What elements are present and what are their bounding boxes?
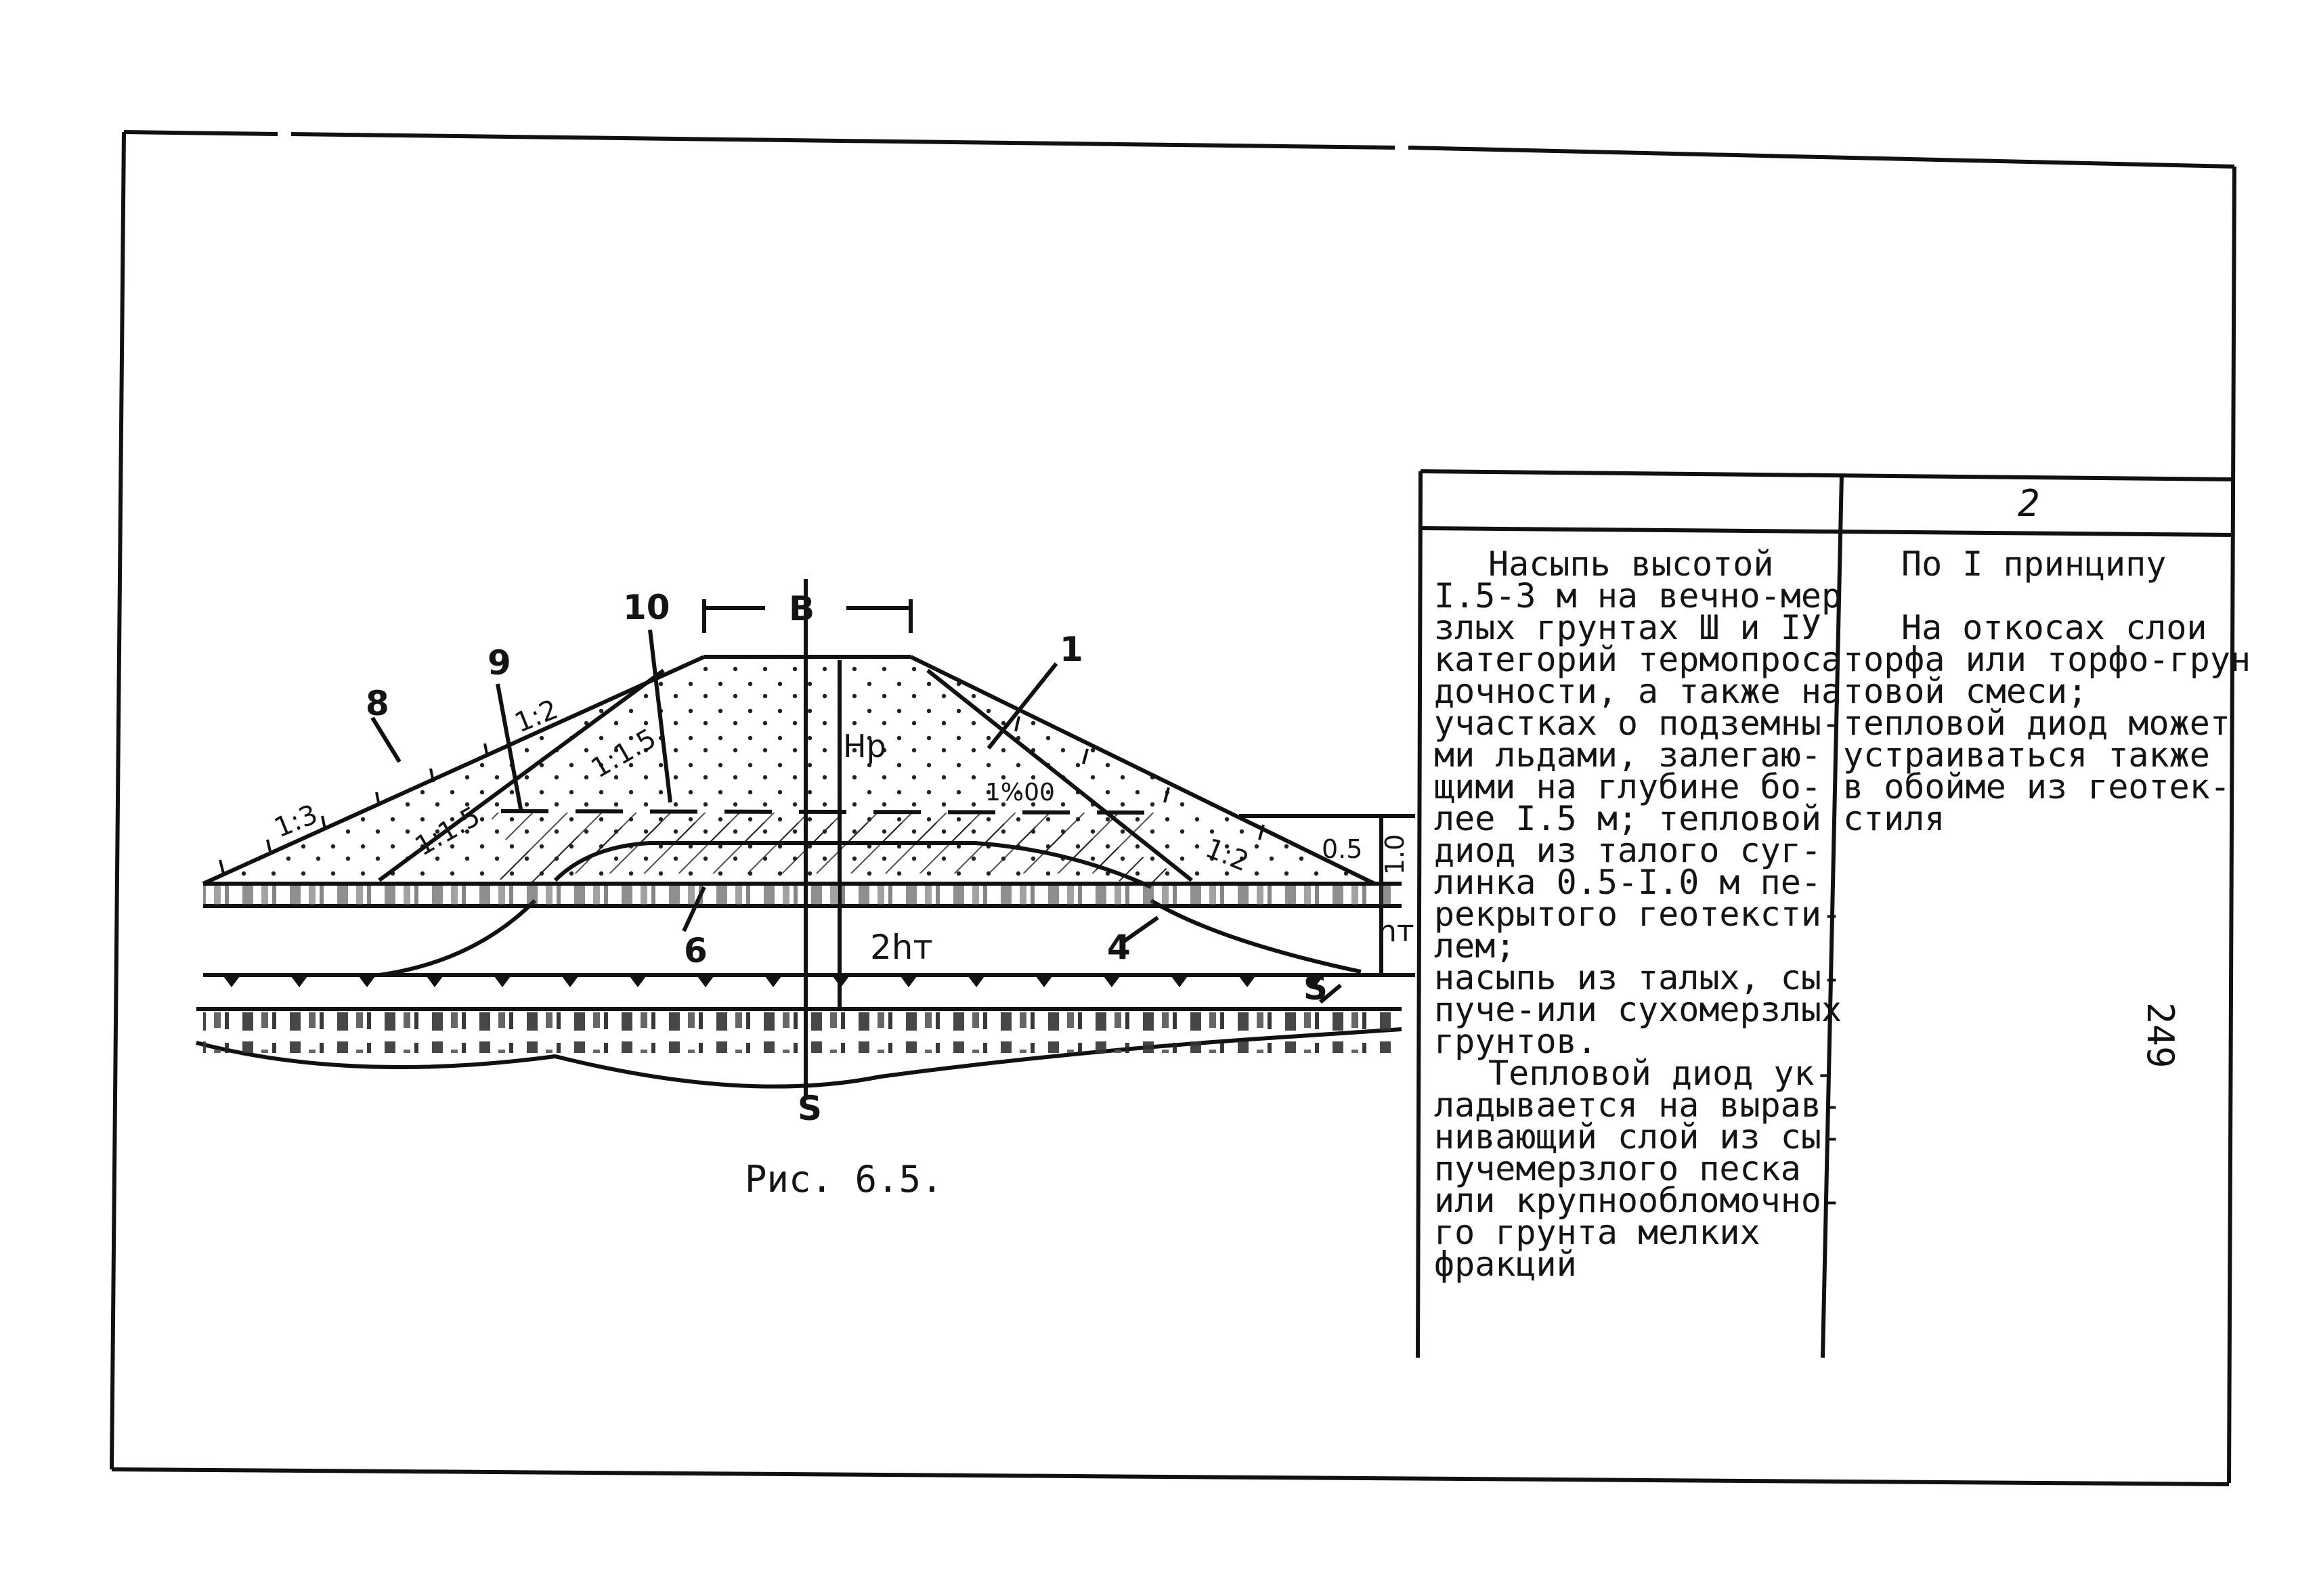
col1-line: злых грунтах Ш и IУ [1434,608,1821,647]
col1-line: фракций [1434,1245,1577,1284]
col2-line: На откосах слои [1901,608,2207,647]
col1-line: Тепловой диод ук- [1488,1054,1835,1093]
col1-line: ми льдами, залегаю- [1434,735,1821,775]
col1-line: ладывается на вырав- [1434,1085,1842,1125]
col1-line: го грунта мелких [1434,1213,1760,1252]
col2-line: устраиваться также [1843,735,2210,775]
col2-line: тепловой диод может [1843,704,2230,743]
page-number: 249 [2139,1002,2182,1069]
label-1: 1 [1060,630,1083,669]
dim-2ht: 2hт [870,928,933,967]
col1-line: I.5-3 м на вечно-мер [1434,576,1842,616]
col1-line: дочности, а также на [1434,672,1842,711]
col1-line: Насыпь высотой [1488,544,1774,584]
col1-line: линка 0.5-I.0 м пе- [1434,863,1821,902]
col1-line: категорий термопроса [1434,640,1842,679]
dim-1-0: 1.0 [1380,834,1410,876]
dim-0-5: 0.5 [1322,834,1363,864]
col1-line: нивающий слой из сы- [1434,1117,1842,1157]
label-4: 4 [1107,928,1131,967]
col2-line: По I принципу [1901,544,2167,584]
col1-line: лее I.5 м; тепловой [1434,799,1821,838]
col1-line: грунтов. [1434,1022,1597,1061]
col2-line: товой смеси; [1843,672,2088,711]
label-8: 8 [366,684,389,723]
table-column-header-2: 2 [2018,482,2040,525]
label-s-bottom: S [798,1089,823,1128]
gradient-1-per-mille: 1%00 [985,779,1055,806]
col1-line: диод из талого суг- [1434,831,1821,870]
col1-line: лем; [1434,926,1516,966]
label-s-right: S [1303,968,1328,1008]
col1-line: пучемерзлого песка [1434,1149,1801,1188]
label-10: 10 [623,588,670,627]
dim-width-b: B [789,589,815,628]
col1-line: щими на глубине бо- [1434,767,1821,806]
label-6: 6 [684,931,708,970]
label-9: 9 [488,643,511,683]
col1-line: участках о подземны- [1434,704,1842,743]
col1-line: или крупнообломочно- [1434,1181,1842,1220]
col2-line: стиля [1843,799,1945,838]
dim-ht: hт [1378,914,1414,949]
col1-line: пуче-или сухомерзлых [1434,990,1842,1029]
col1-line: насыпь из талых, сы- [1434,958,1842,997]
dim-height-hp: Hp [843,728,886,764]
col1-line: рекрытого геотексти- [1434,894,1842,934]
col2-line: торфа или торфо-грун [1843,640,2251,679]
figure-caption: Рис. 6.5. [745,1158,943,1201]
col2-line: в обойме из геотек- [1843,767,2230,806]
